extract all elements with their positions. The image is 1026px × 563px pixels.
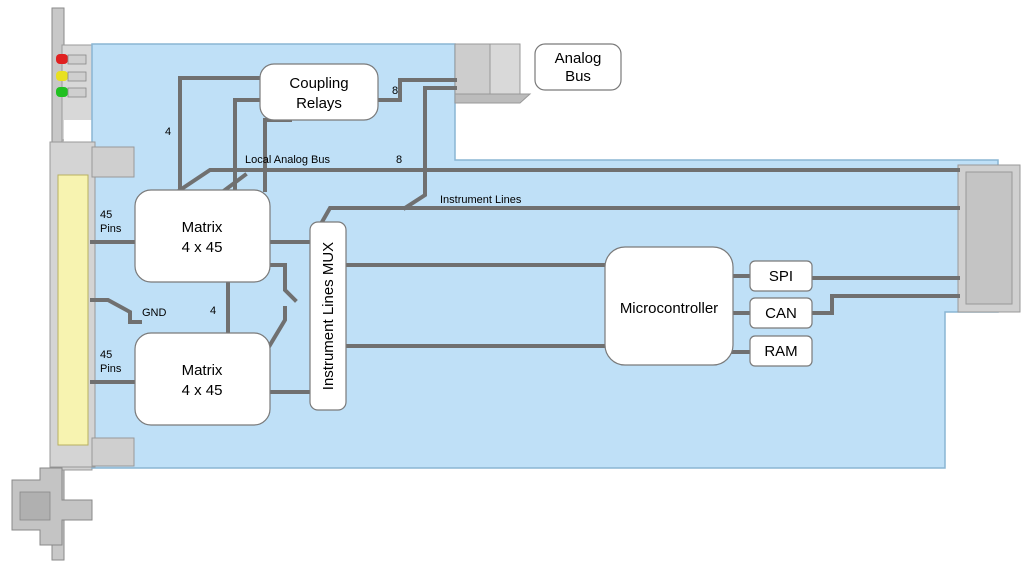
- matrix-top-box: [134, 189, 271, 283]
- ram-block: RAM: [749, 335, 813, 367]
- can-label: CAN: [765, 305, 797, 322]
- can-box: [749, 297, 813, 329]
- wire-relays-left: [178, 76, 262, 192]
- rear-connector: [957, 164, 1021, 313]
- wire-can-rear: [810, 294, 960, 315]
- handle-grip: [19, 491, 51, 521]
- matrix-bottom-block: Matrix 4 x 45: [134, 332, 271, 426]
- matrix-bottom-box: [134, 332, 271, 426]
- matrix-top-line1: Matrix: [182, 219, 223, 236]
- mux-box: [309, 221, 347, 411]
- wires: [90, 76, 960, 394]
- count-4-matrix: 4: [210, 305, 216, 317]
- analog-bus-connector-base: [454, 93, 532, 104]
- analog-bus-connector: [454, 43, 532, 104]
- local-analog-bus-label: Local Analog Bus: [245, 154, 331, 166]
- instrument-lines-label: Instrument Lines: [440, 194, 522, 206]
- wire-local-analog-bus: [177, 168, 960, 193]
- mux-label: Instrument Lines MUX: [320, 242, 337, 390]
- wire-relays-mid: [233, 98, 262, 192]
- analog-bus-line2: Bus: [565, 68, 591, 85]
- spi-box: [749, 260, 813, 292]
- pins-bottom-line1: 45: [100, 349, 112, 361]
- coupling-relays-line1: Coupling: [289, 75, 348, 92]
- led-yellow: [56, 71, 68, 81]
- count-4-relay: 4: [165, 126, 171, 138]
- connector-pins: [57, 174, 89, 446]
- microcontroller-block: Microcontroller: [604, 246, 734, 366]
- led-yellow-housing: [67, 71, 87, 82]
- led-green: [56, 87, 68, 97]
- rear-connector-face: [965, 171, 1013, 305]
- matrix-top-block: Matrix 4 x 45: [134, 189, 271, 283]
- count-8-relay: 8: [392, 85, 398, 97]
- wire-relays-right: [376, 78, 457, 102]
- spi-label: SPI: [769, 268, 793, 285]
- can-block: CAN: [749, 297, 813, 329]
- wire-local-analog-bus-2: [222, 172, 248, 193]
- matrix-bottom-line1: Matrix: [182, 362, 223, 379]
- matrix-top-line2: 4 x 45: [182, 239, 223, 256]
- status-leds: [56, 54, 87, 98]
- handle-body: [11, 467, 93, 546]
- wire-matrix-switch-right: [267, 263, 298, 348]
- gnd-label: GND: [142, 307, 167, 319]
- count-8-bus: 8: [396, 154, 402, 166]
- led-red: [56, 54, 68, 64]
- matrix-bottom-line2: 4 x 45: [182, 382, 223, 399]
- pins-top-line1: 45: [100, 209, 112, 221]
- analog-bus-box: [534, 43, 622, 91]
- coupling-relays-block: Coupling Relays: [259, 63, 379, 121]
- analog-bus-connector-face: [489, 43, 521, 95]
- diagram-labels: Local Analog Bus Instrument Lines 4 8 8 …: [100, 85, 522, 375]
- connector-bottom-tab: [91, 437, 135, 467]
- mux-block: Instrument Lines MUX: [309, 221, 347, 411]
- wire-analog-bus-to-mux: [402, 86, 457, 211]
- led-red-housing: [67, 54, 87, 65]
- front-connector: [49, 141, 135, 468]
- wire-instrument-lines: [319, 206, 960, 225]
- coupling-relays-line2: Relays: [296, 95, 342, 112]
- microcontroller-box: [604, 246, 734, 366]
- ejector-handle: [11, 467, 93, 546]
- led-green-housing: [67, 87, 87, 98]
- connector-top-tab: [91, 146, 135, 178]
- wire-gnd-switch: [90, 298, 142, 324]
- pins-bottom-line2: Pins: [100, 363, 122, 375]
- ram-label: RAM: [764, 343, 797, 360]
- ram-box: [749, 335, 813, 367]
- analog-bus-line1: Analog: [555, 50, 602, 67]
- analog-bus-block: Analog Bus: [534, 43, 622, 91]
- spi-block: SPI: [749, 260, 813, 292]
- white-gap: [64, 120, 92, 142]
- pins-top-line2: Pins: [100, 223, 122, 235]
- coupling-relays-box: [259, 63, 379, 121]
- microcontroller-label: Microcontroller: [620, 300, 718, 317]
